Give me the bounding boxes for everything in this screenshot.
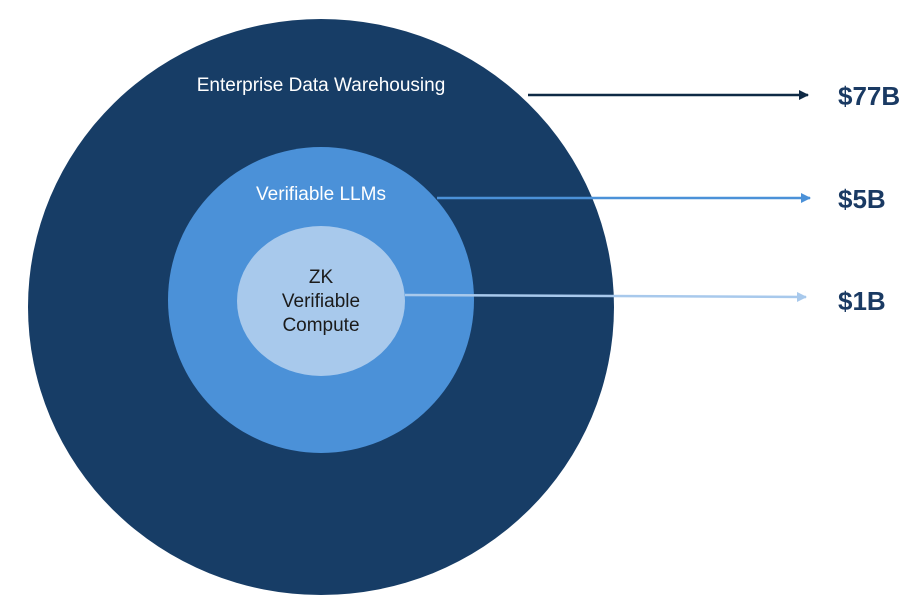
inner-circle-zk-verifiable-compute: [237, 226, 405, 376]
outer-market-value: $77B: [838, 81, 900, 111]
inner-ring-label-line-3: Compute: [282, 315, 359, 336]
inner-ring-label-line-2: Verifiable: [282, 291, 360, 312]
middle-market-value: $5B: [838, 184, 886, 214]
outer-ring-label: Enterprise Data Warehousing: [197, 75, 446, 96]
inner-ring-label-line-1: ZK: [309, 267, 334, 288]
inner-market-value: $1B: [838, 286, 886, 316]
inner-value-arrow: [404, 291, 807, 302]
middle-ring-label: Verifiable LLMs: [256, 184, 386, 205]
